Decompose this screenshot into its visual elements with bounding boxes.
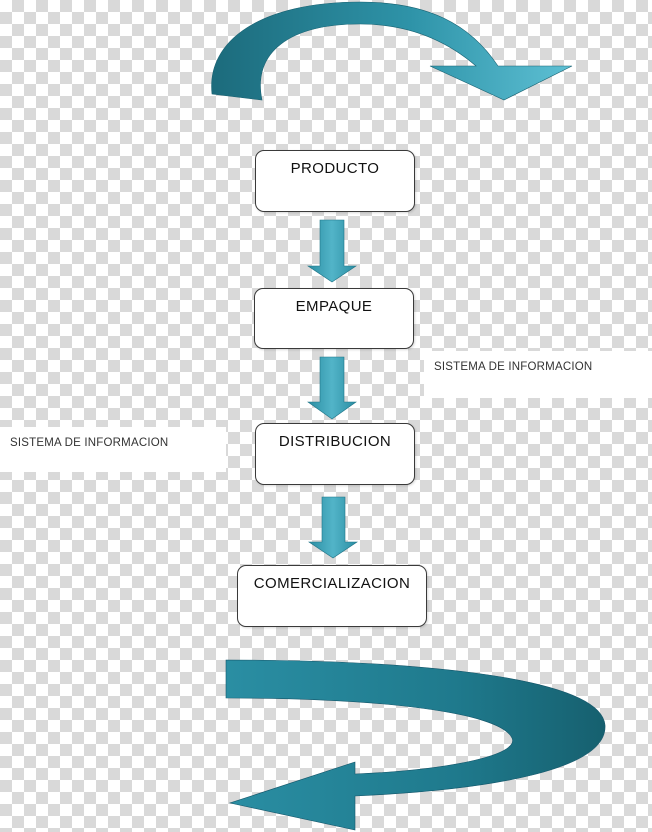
step-distribucion: DISTRIBUCION [255, 423, 415, 485]
down-arrow-1 [307, 219, 357, 283]
down-arrow-3 [308, 496, 358, 559]
step-empaque: EMPAQUE [254, 288, 414, 349]
top-curved-arrow [211, 1, 573, 101]
step-producto: PRODUCTO [255, 150, 415, 212]
info-system-note-right: SISTEMA DE INFORMACION [424, 351, 652, 398]
step-comercializacion: COMERCIALIZACION [237, 565, 427, 627]
note-label: SISTEMA DE INFORMACION [10, 437, 169, 449]
step-label: EMPAQUE [295, 298, 373, 315]
step-label: DISTRIBUCION [278, 433, 392, 450]
step-label: PRODUCTO [290, 160, 380, 177]
note-label: SISTEMA DE INFORMACION [434, 361, 593, 373]
info-system-note-left: SISTEMA DE INFORMACION [0, 427, 226, 472]
step-label: COMERCIALIZACION [253, 575, 411, 592]
down-arrow-2 [307, 356, 357, 420]
bottom-curved-arrow [225, 659, 606, 831]
